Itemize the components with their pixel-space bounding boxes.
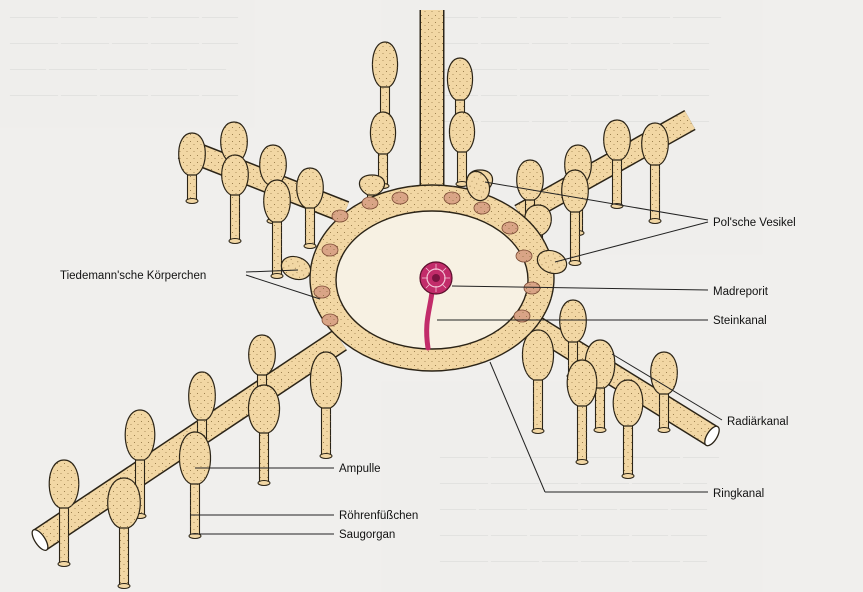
svg-text:———— ——— ———— ———— ———— ————: ———— ——— ———— ———— ———— ———— [429,9,722,23]
svg-text:———— ——— ———— ———— ———: ———— ——— ———— ———— ——— [9,9,239,23]
svg-text:——— ———— ———— ——— ———: ——— ———— ———— ——— ——— [9,61,227,75]
svg-text:———— ——— ———— ———— ——— ———: ———— ——— ———— ———— ——— ——— [439,527,708,541]
label-radiaerkanal: Radiärkanal [727,416,788,428]
label-ringkanal: Ringkanal [713,488,764,500]
svg-text:——— ———— ———— ——— ———— ———: ——— ———— ———— ——— ———— ——— [439,501,708,515]
tiedemann-body [502,222,518,234]
label-polsche-vesikel: Pol'sche Vesikel [713,217,796,229]
svg-text:———— ———— ——— ———— ———— ———: ———— ———— ——— ———— ———— ——— [429,35,710,49]
tiedemann-body [474,202,490,214]
tiedemann-body [444,192,460,204]
madreporite [420,262,452,294]
label-tiedemann: Tiedemann'sche Körperchen [60,270,206,282]
tiedemann-body [322,244,338,256]
tiedemann-body [524,282,540,294]
tiedemann-body [362,197,378,209]
svg-text:———— ———— ——— ———— ———: ———— ———— ——— ———— ——— [9,35,239,49]
svg-text:———— ———— ——— ———— ———— ——: ———— ———— ——— ———— ———— —— [439,475,708,489]
label-steinkanal: Steinkanal [713,315,767,327]
svg-text:———— ——— ———— ———— ———: ———— ——— ———— ———— ——— [9,87,239,101]
label-madreporit: Madreporit [713,286,769,298]
label-roehrenfuesschen: Röhrenfüßchen [339,510,418,522]
svg-text:———— ———— ——— ———— ———— ——: ———— ———— ——— ———— ———— —— [439,553,708,567]
tiedemann-body [332,210,348,222]
label-saugorgan: Saugorgan [339,529,395,541]
tiedemann-body [516,250,532,262]
label-ampulle: Ampulle [339,463,381,475]
tiedemann-body [392,192,408,204]
tiedemann-body [322,314,338,326]
tiedemann-body [314,286,330,298]
